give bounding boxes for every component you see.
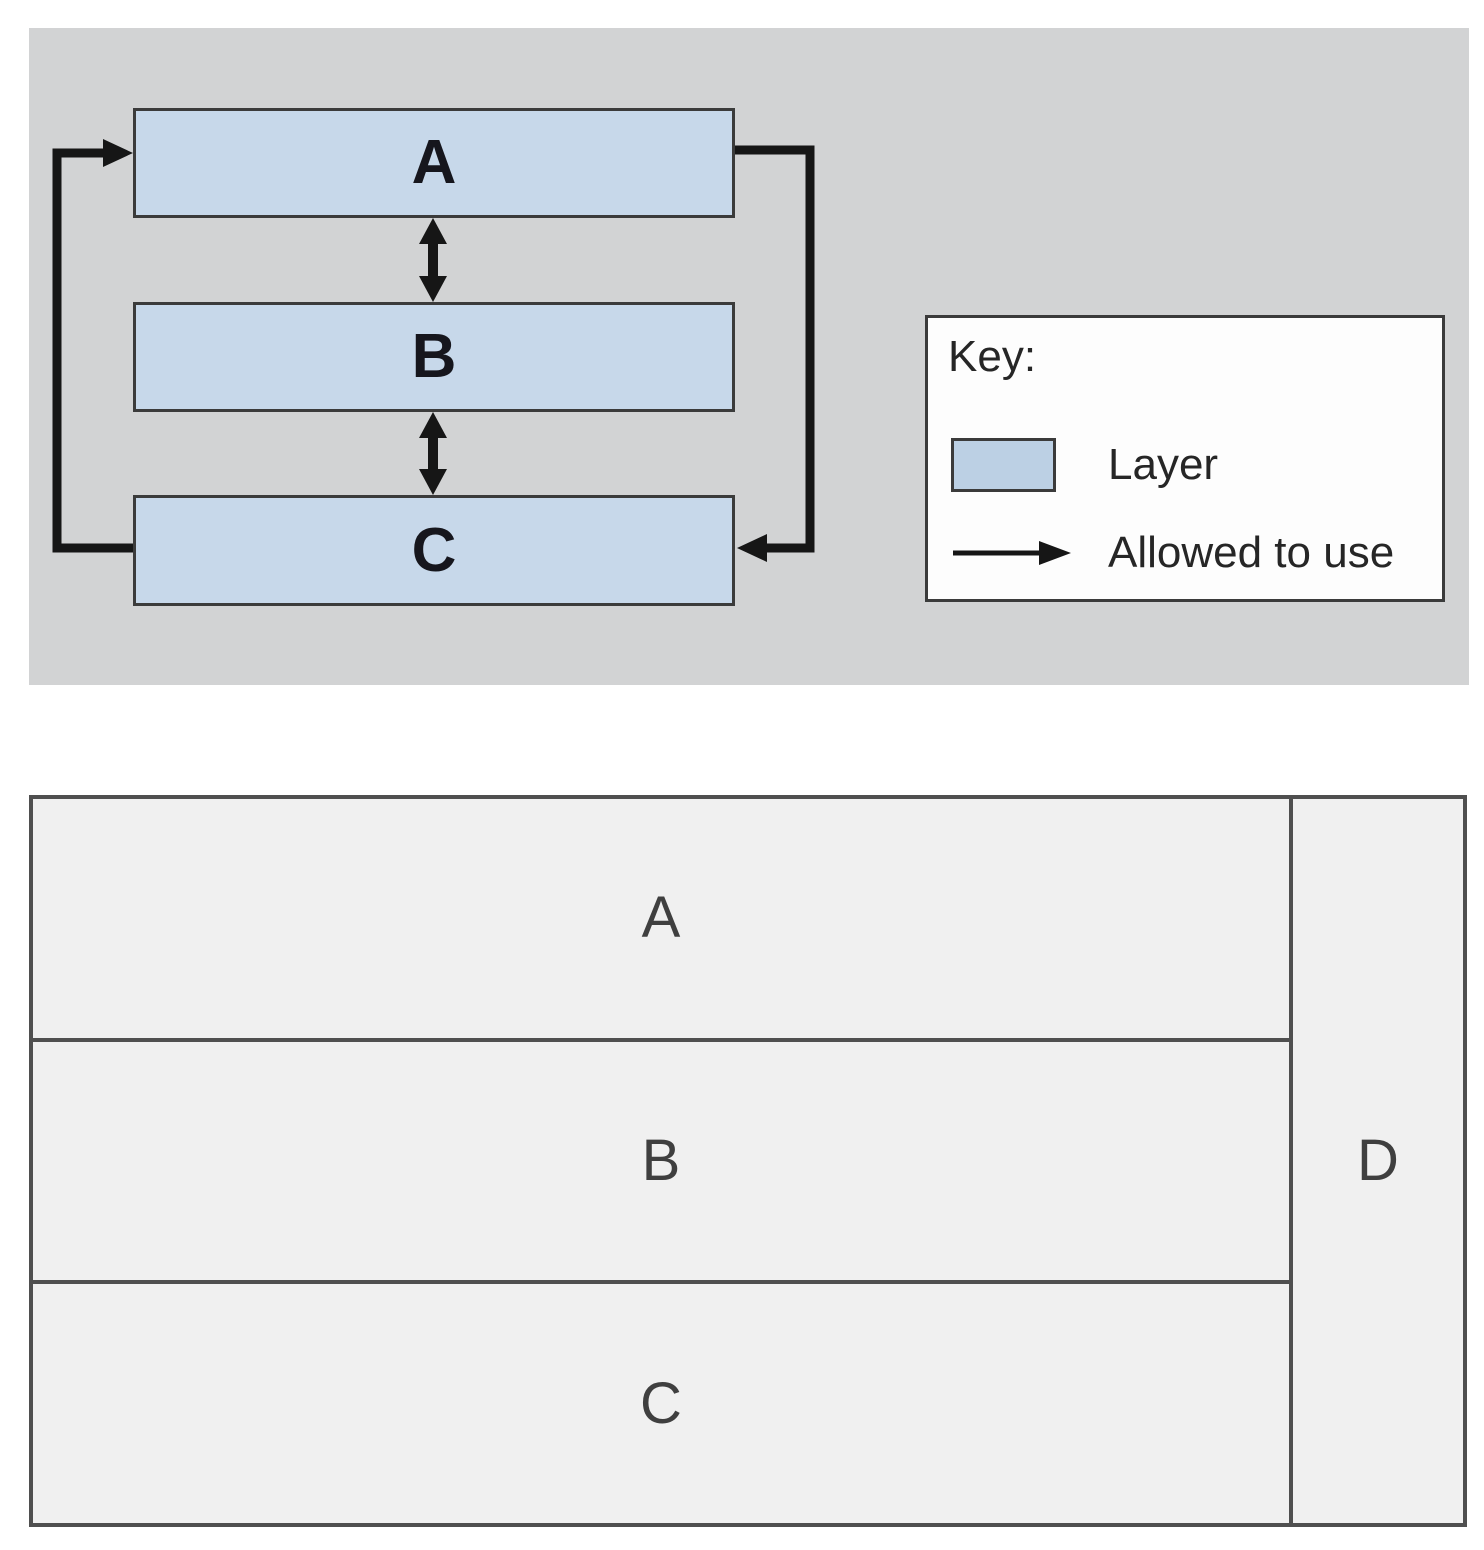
region-d: D [1293, 799, 1463, 1523]
region-d-label: D [1357, 1128, 1399, 1193]
region-a-label: A [641, 885, 681, 951]
a-to-c-allowed-arrow [735, 145, 815, 562]
key-title: Key: [948, 332, 1037, 381]
key-item-allowed-to-use: Allowed to use [951, 523, 1432, 583]
right-arrow-icon [953, 541, 1071, 565]
c-to-a-allowed-arrow [52, 139, 133, 553]
region-a: A [33, 799, 1289, 1042]
layer-b-label: B [411, 322, 457, 391]
b-c-bidirectional-arrow [419, 412, 447, 495]
layer-box-b: B [133, 302, 735, 412]
stacked-regions: A B C [33, 799, 1293, 1523]
key-legend: Key: Layer Allowed to use [925, 315, 1445, 602]
layers-with-sidecar-panel: A B C D [29, 795, 1467, 1527]
layered-architecture-panel: A B C Key: Layer Allowed to use [29, 28, 1469, 685]
region-b-label: B [641, 1128, 681, 1193]
key-allowed-to-use-label: Allowed to use [1108, 528, 1395, 577]
a-b-bidirectional-arrow [419, 218, 447, 302]
layer-swatch-icon [951, 438, 1056, 492]
layer-box-c: C [133, 495, 735, 606]
layer-a-label: A [411, 128, 457, 197]
region-b: B [33, 1042, 1289, 1285]
key-item-layer: Layer [951, 435, 1432, 495]
layer-box-a: A [133, 108, 735, 218]
region-c-label: C [640, 1370, 682, 1436]
key-layer-label: Layer [1108, 440, 1219, 489]
region-c: C [33, 1284, 1289, 1523]
layer-c-label: C [411, 515, 457, 585]
